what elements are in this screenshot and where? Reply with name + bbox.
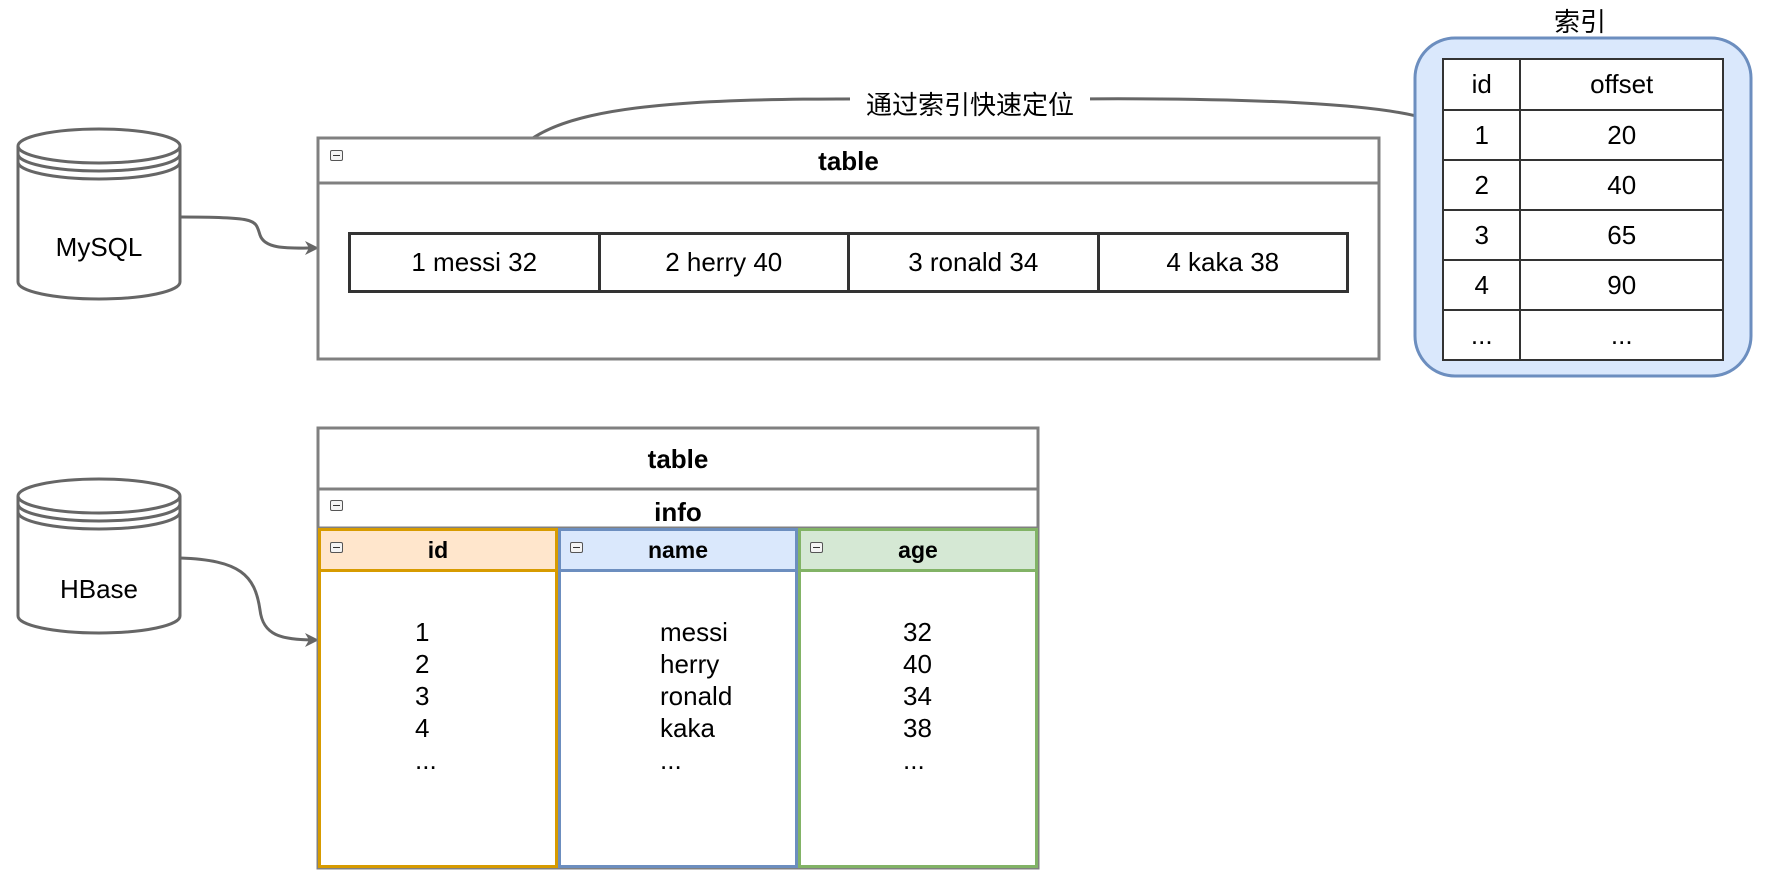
- collapse-icon[interactable]: [570, 542, 583, 553]
- index-cell-offset: 20: [1519, 109, 1724, 161]
- hbase-label: HBase: [59, 573, 139, 604]
- column-header-label: age: [898, 536, 938, 563]
- table-row: 2 40: [1441, 159, 1724, 211]
- column-value: 2: [415, 649, 430, 679]
- hbase-family-title: info: [654, 496, 702, 527]
- index-table: id offset 1 20 2 40 3 65 4 90 ... ...: [1441, 58, 1724, 361]
- index-header-offset: offset: [1519, 58, 1724, 111]
- column-header-label: name: [647, 536, 709, 563]
- table-row: ... ...: [1441, 309, 1724, 361]
- column-header: age: [801, 531, 1035, 572]
- mysql-row-cell: 3 ronald 34: [850, 235, 1100, 290]
- column-header: id: [321, 531, 555, 572]
- table-row: 1 20: [1441, 109, 1724, 161]
- column-value: ...: [415, 745, 437, 775]
- index-cell-offset: 65: [1519, 209, 1724, 261]
- column-value: ronald: [660, 681, 733, 711]
- table-row: 4 90: [1441, 259, 1724, 311]
- index-cell-id: ...: [1441, 309, 1522, 361]
- index-header-id: id: [1441, 58, 1522, 111]
- column-value: ...: [903, 745, 925, 775]
- hbase-table-title: table: [647, 444, 709, 474]
- index-cell-offset: ...: [1519, 309, 1724, 361]
- column-value: 40: [903, 649, 932, 679]
- mysql-label: MySQL: [55, 231, 143, 262]
- hbase-column-id: id 1 2 3 4 ...: [318, 528, 558, 868]
- hbase-column-name: name messi herry ronald kaka ...: [558, 528, 798, 868]
- mysql-cylinder-icon: [16, 127, 182, 301]
- column-header: name: [561, 531, 795, 572]
- column-value: messi: [660, 617, 728, 647]
- collapse-icon[interactable]: [330, 150, 343, 161]
- hbase-to-table-arrow: [179, 556, 319, 647]
- column-value: 38: [903, 713, 932, 743]
- index-cell-id: 4: [1441, 259, 1522, 311]
- mysql-table-title: table: [818, 146, 879, 176]
- mysql-row-cell: 1 messi 32: [351, 235, 601, 290]
- table-row: 3 65: [1441, 209, 1724, 261]
- index-cell-offset: 40: [1519, 159, 1724, 211]
- column-value: 1: [415, 617, 430, 647]
- hbase-column-age: age 32 40 34 38 ...: [798, 528, 1038, 868]
- column-value: herry: [660, 649, 720, 679]
- collapse-icon[interactable]: [330, 542, 343, 553]
- column-value: 34: [903, 681, 932, 711]
- index-cell-id: 3: [1441, 209, 1522, 261]
- mysql-row-cell: 4 kaka 38: [1166, 247, 1280, 277]
- mysql-row-cell: 2 herry 40: [601, 235, 850, 290]
- collapse-icon[interactable]: [810, 542, 823, 553]
- index-cell-id: 2: [1441, 159, 1522, 211]
- arrow-label: 通过索引快速定位: [850, 86, 1090, 121]
- mysql-to-table-arrow: [179, 215, 319, 256]
- hbase-cylinder-icon: [16, 477, 182, 635]
- column-value: ...: [660, 745, 682, 775]
- column-value: 32: [903, 617, 932, 647]
- index-header-row: id offset: [1441, 58, 1724, 111]
- column-header-label: id: [427, 536, 449, 563]
- column-value: kaka: [660, 713, 715, 743]
- index-title: 索引: [1553, 7, 1606, 38]
- collapse-icon[interactable]: [330, 500, 343, 511]
- column-value: 3: [415, 681, 430, 711]
- index-cell-id: 1: [1441, 109, 1522, 161]
- mysql-row: 1 messi 32 2 herry 40 3 ronald 34 4 kaka…: [348, 232, 1349, 293]
- index-cell-offset: 90: [1519, 259, 1724, 311]
- column-value: 4: [415, 713, 430, 743]
